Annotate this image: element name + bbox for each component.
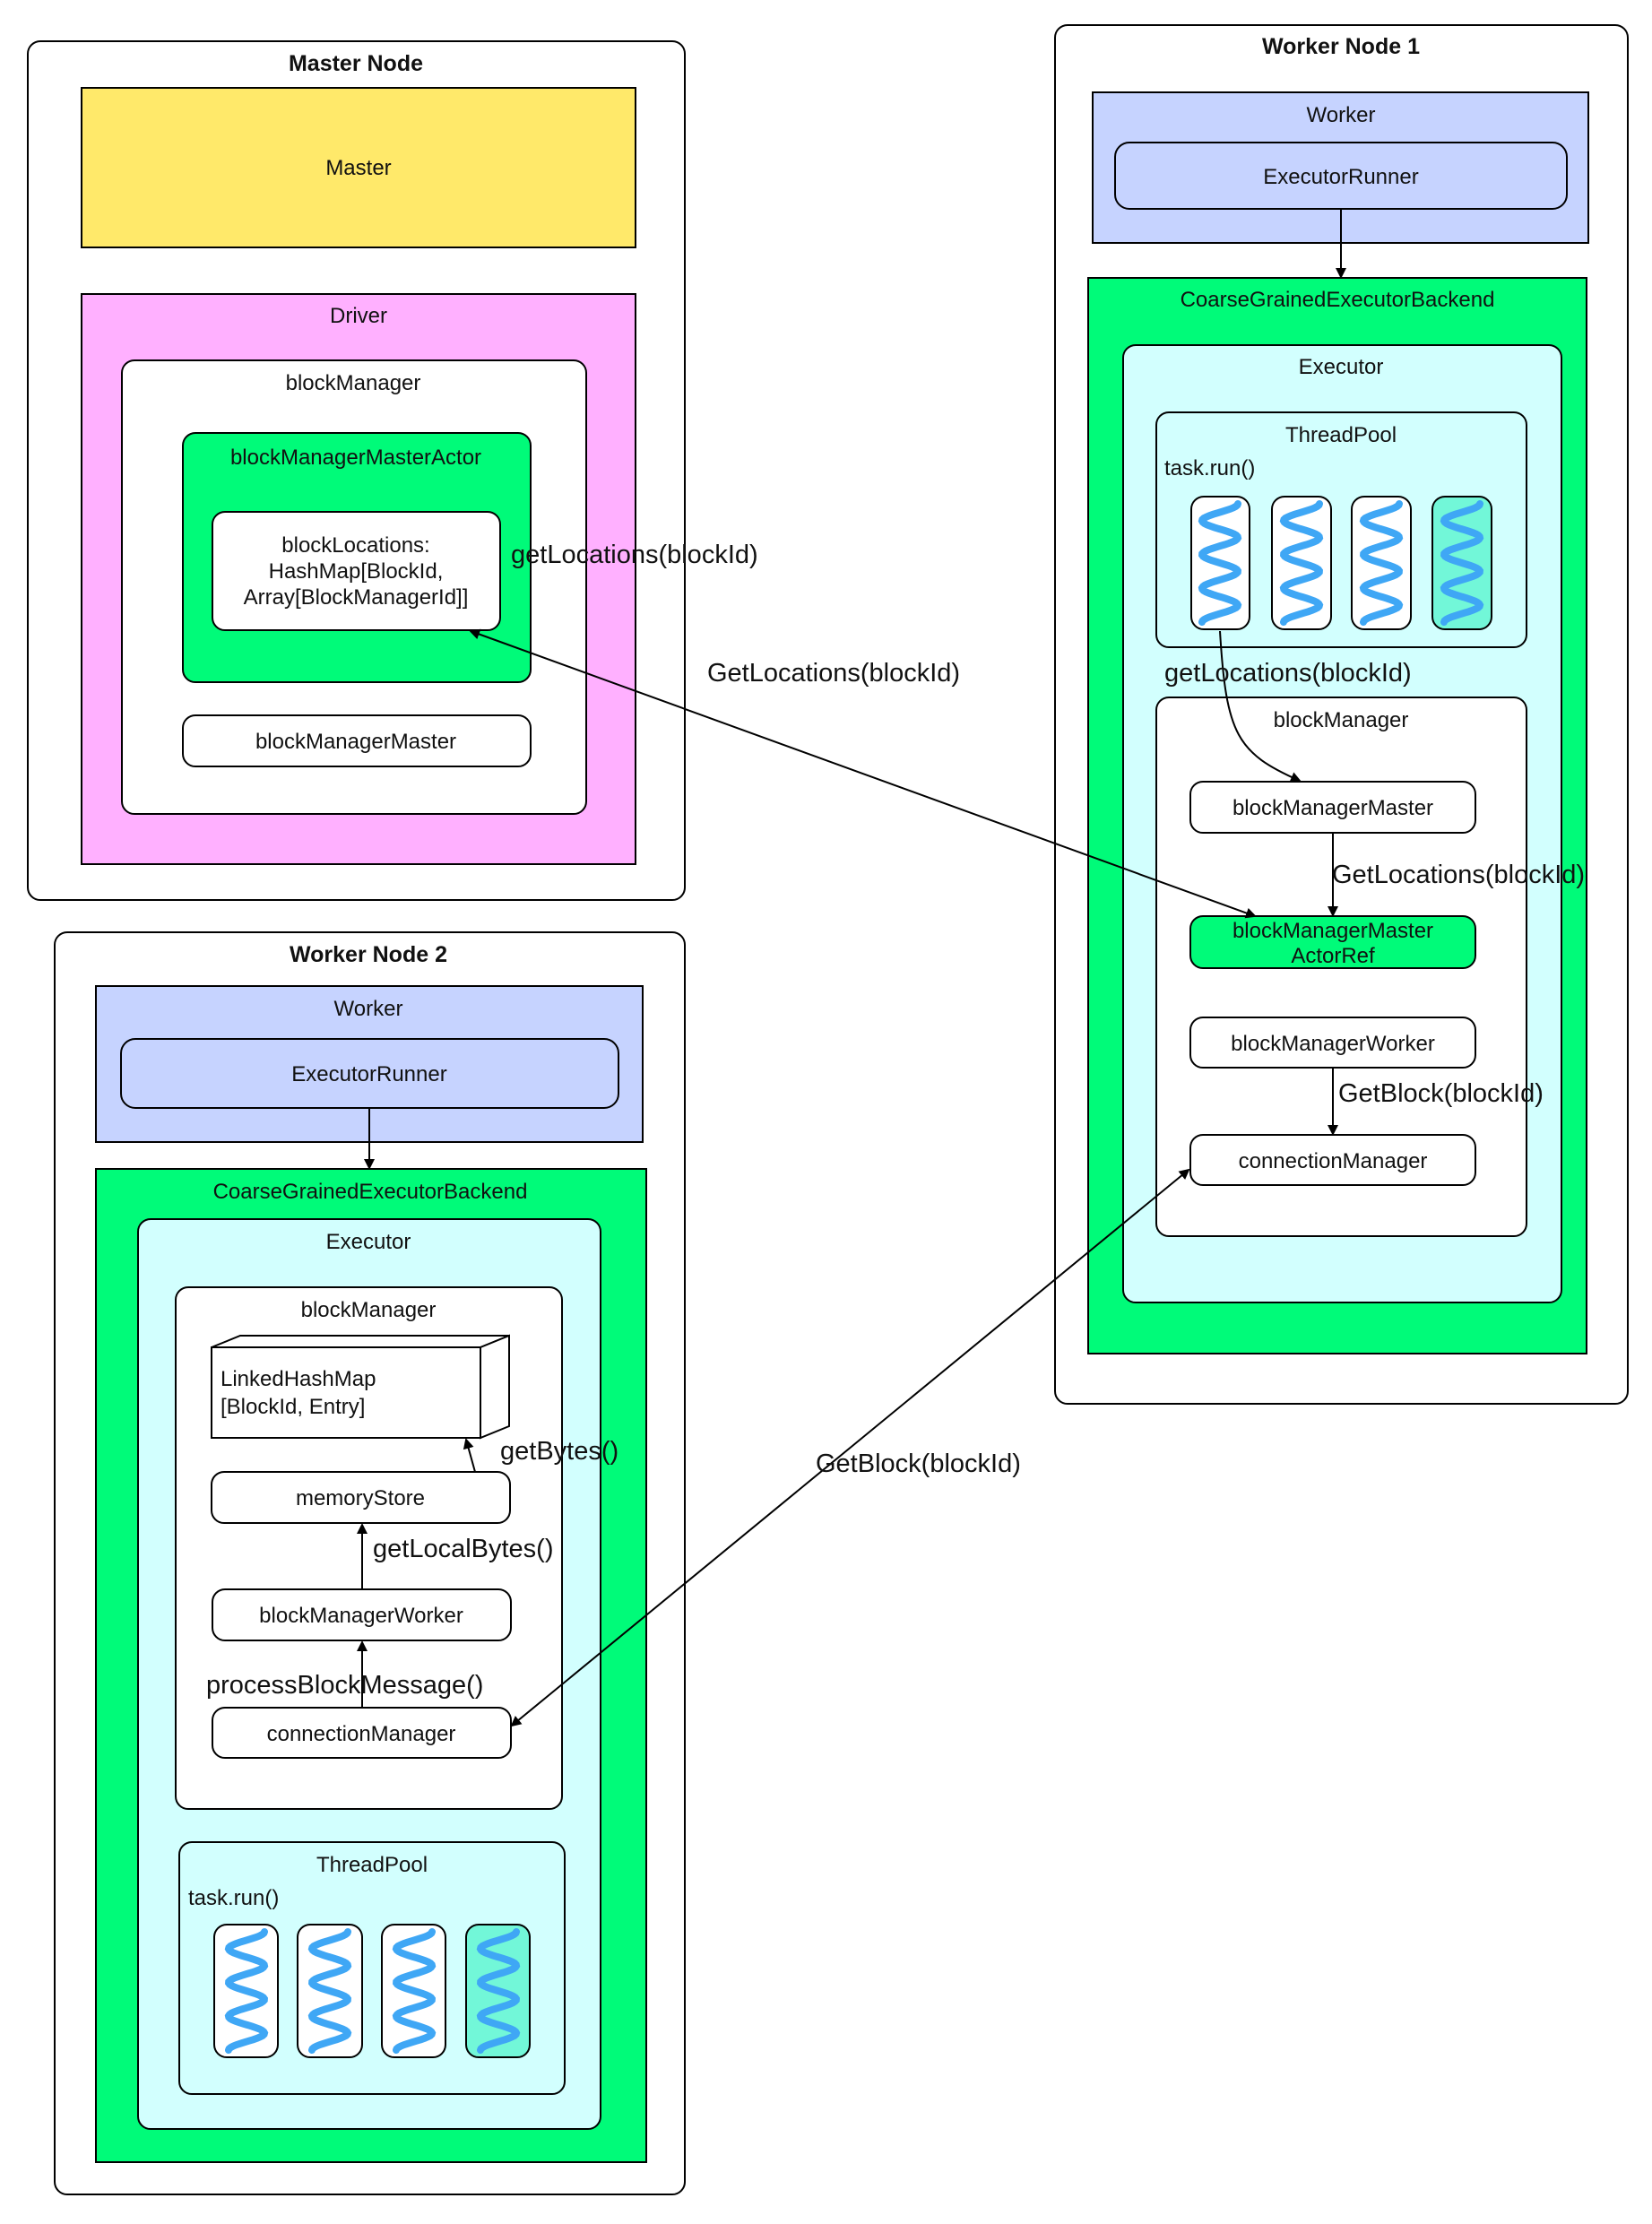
block-locations-box[interactable] bbox=[212, 511, 501, 631]
w1-conn-to-w2-conn-arrow bbox=[510, 1168, 1190, 1727]
w1-worker-label: Worker bbox=[1307, 103, 1376, 127]
worker-node-1-title: Worker Node 1 bbox=[1262, 34, 1420, 59]
w1-task-run-label: task.run() bbox=[1164, 456, 1255, 480]
actor-ref-to-block-locations-arrow bbox=[469, 628, 1257, 919]
edge-label-get-block-local: GetBlock(blockId) bbox=[1338, 1079, 1544, 1108]
driver-label: Driver bbox=[330, 304, 387, 328]
w2-memory-store-label: memoryStore bbox=[296, 1486, 425, 1510]
worker-node-2-title: Worker Node 2 bbox=[290, 942, 447, 967]
w2-backend-label: CoarseGrainedExecutorBackend bbox=[213, 1180, 528, 1204]
w1-executor-runner-label: ExecutorRunner bbox=[1263, 165, 1418, 189]
block-locations-line-3: Array[BlockManagerId]] bbox=[244, 585, 469, 610]
w2-thread-4-spring-icon bbox=[476, 1928, 521, 2054]
edge-label-get-locations-worker: getLocations(blockId) bbox=[1164, 659, 1412, 688]
w1-thread-2-spring-icon bbox=[1279, 500, 1324, 626]
w2-executor-runner-label: ExecutorRunner bbox=[291, 1062, 446, 1086]
master-block-manager-label: blockManager bbox=[286, 371, 421, 395]
w2-executor-label: Executor bbox=[326, 1230, 411, 1254]
edge-label-get-locations-master: getLocations(blockId) bbox=[511, 541, 758, 569]
w1-connection-manager-label: connectionManager bbox=[1239, 1149, 1428, 1173]
block-locations-line-2: HashMap[BlockId, bbox=[269, 559, 444, 584]
w1-thread-4-spring-icon bbox=[1440, 500, 1484, 626]
w2-threadpool-label: ThreadPool bbox=[316, 1853, 428, 1877]
w1-thread-1-spring-icon bbox=[1198, 500, 1242, 626]
master-box[interactable] bbox=[81, 87, 636, 248]
worker-node-1: Worker Node 1 Worker ExecutorRunner Coar… bbox=[1054, 24, 1629, 1405]
w2-linked-hash-map-box[interactable] bbox=[211, 1334, 510, 1440]
edge-label-process-block-message: processBlockMessage() bbox=[206, 1671, 483, 1700]
w1-block-manager-worker-label: blockManagerWorker bbox=[1231, 1032, 1435, 1056]
w1-actor-ref-line-2: ActorRef bbox=[1291, 944, 1375, 968]
w2-memory-store-to-hashmap-arrow bbox=[463, 1438, 476, 1473]
master-node: Master Node Master Driver blockManager b… bbox=[27, 40, 686, 901]
w1-block-manager-label: blockManager bbox=[1274, 708, 1409, 732]
block-manager-master-actor-label: blockManagerMasterActor bbox=[230, 446, 481, 470]
w1-block-manager-master-label: blockManagerMaster bbox=[1233, 796, 1433, 820]
edge-label-get-local-bytes: getLocalBytes() bbox=[373, 1535, 554, 1563]
edge-label-get-block-remote: GetBlock(blockId) bbox=[816, 1449, 1021, 1478]
edge-label-get-bytes: getBytes() bbox=[500, 1437, 618, 1466]
w2-block-manager-label: blockManager bbox=[301, 1298, 437, 1322]
edges bbox=[357, 209, 1346, 1727]
w2-connection-manager-label: connectionManager bbox=[267, 1722, 456, 1746]
w1-actor-ref-line-1: blockManagerMaster bbox=[1233, 919, 1433, 943]
w2-hashmap-line-2: [BlockId, Entry] bbox=[221, 1395, 365, 1419]
w2-worker-label: Worker bbox=[334, 997, 403, 1021]
edge-label-get-locations-message: GetLocations(blockId) bbox=[707, 659, 960, 688]
w2-block-manager-worker-label: blockManagerWorker bbox=[259, 1604, 463, 1628]
worker-node-2: Worker Node 2 Worker ExecutorRunner Coar… bbox=[54, 931, 686, 2195]
edge-labels: getLocations(blockId) GetLocations(block… bbox=[206, 541, 1585, 1700]
w1-thread-3-spring-icon bbox=[1359, 500, 1404, 626]
edge-label-get-locations-actor: GetLocations(blockId) bbox=[1332, 861, 1585, 889]
w2-task-run-label: task.run() bbox=[188, 1886, 279, 1910]
w2-thread-2-spring-icon bbox=[307, 1928, 352, 2054]
w1-executor-label: Executor bbox=[1299, 355, 1384, 379]
master-node-title: Master Node bbox=[289, 51, 423, 76]
w2-hashmap-line-1: LinkedHashMap bbox=[221, 1367, 376, 1391]
w1-threadpool-label: ThreadPool bbox=[1285, 423, 1397, 447]
w2-thread-1-spring-icon bbox=[224, 1928, 269, 2054]
master-block-manager-master-label: blockManagerMaster bbox=[255, 730, 456, 754]
w2-thread-3-spring-icon bbox=[392, 1928, 437, 2054]
block-locations-line-1: blockLocations: bbox=[281, 533, 429, 558]
master-label: Master bbox=[325, 156, 391, 180]
w1-backend-label: CoarseGrainedExecutorBackend bbox=[1181, 288, 1495, 312]
